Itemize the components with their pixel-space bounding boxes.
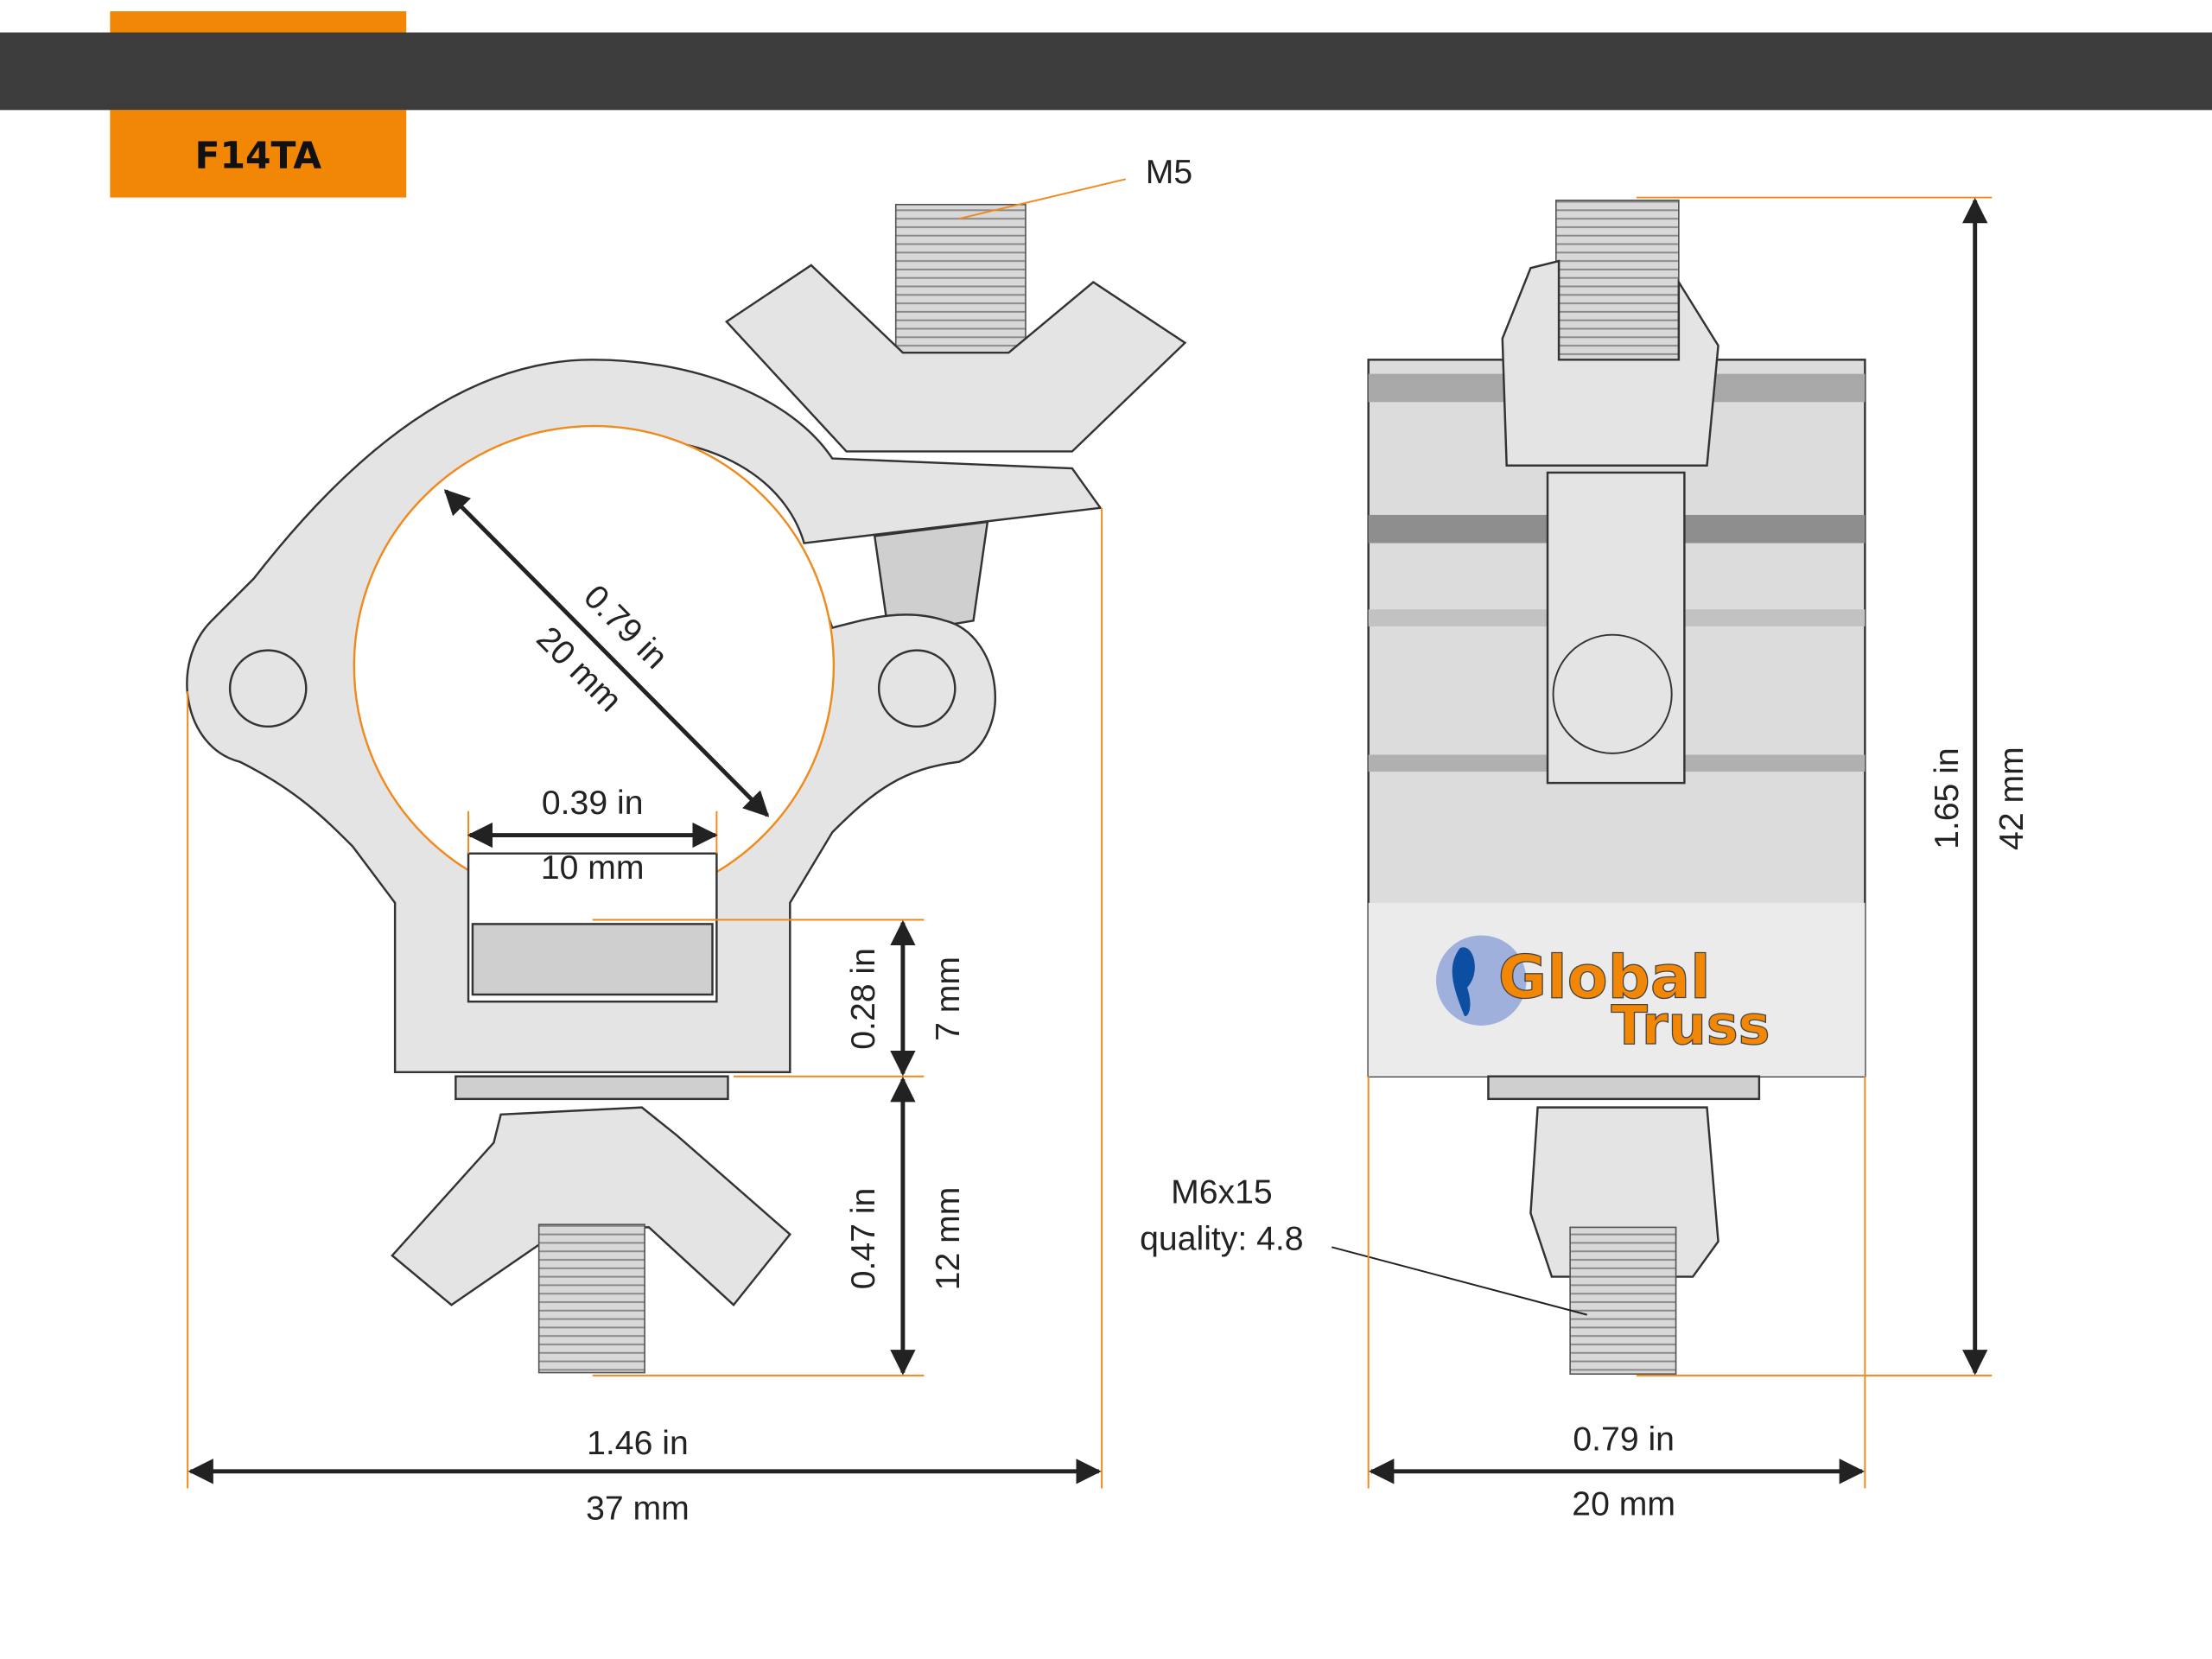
bolt-quality: quality: 4.8: [1140, 1221, 1303, 1258]
logo-truss: Truss: [1611, 994, 1770, 1057]
header-bar: [0, 32, 2212, 111]
model-name: F14TA: [195, 135, 322, 177]
front-width-mm: 20 mm: [1572, 1485, 1675, 1522]
bolt-label-m5: M5: [1146, 154, 1192, 191]
height-mm: 42 mm: [1993, 747, 2031, 850]
bolt-length-in: 0.47 in: [845, 1188, 882, 1290]
bolt-length-mm: 12 mm: [930, 1187, 967, 1291]
bolt-label-m6: M6x15: [1171, 1174, 1273, 1211]
logo-global: Global: [1498, 943, 1711, 1012]
height-in: 1.65 in: [1929, 747, 1966, 849]
slot-height-in: 0.28 in: [845, 948, 882, 1050]
total-width-in: 1.46 in: [587, 1425, 689, 1462]
model-badge: [110, 110, 407, 198]
clamp-side-view: [186, 203, 1187, 1374]
clamp-front-view: Global Truss: [1367, 200, 1866, 1376]
slot-width-mm: 10 mm: [541, 849, 645, 887]
total-width-mm: 37 mm: [586, 1490, 690, 1527]
slot-width-in: 0.39 in: [542, 785, 644, 822]
front-width-in: 0.79 in: [1573, 1421, 1675, 1458]
slot-height-mm: 7 mm: [930, 957, 967, 1041]
